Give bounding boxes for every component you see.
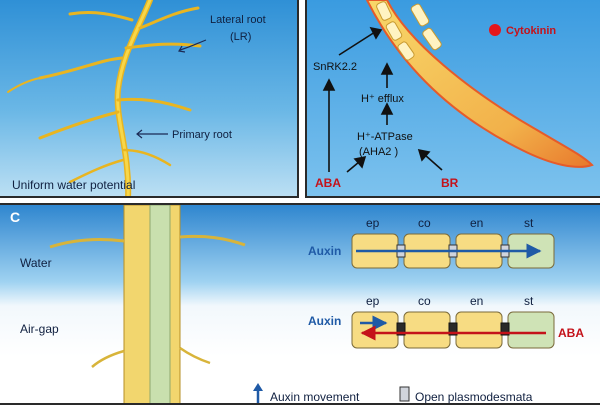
airgap-label: Air-gap (20, 322, 59, 336)
row1-label-ep: ep (366, 216, 380, 230)
lateral-root-label: Lateral root (210, 14, 266, 26)
aha2-label: (AHA2 ) (359, 146, 398, 158)
lateral-root-pointer (178, 39, 207, 53)
cytokinin-label: Cytokinin (506, 25, 556, 37)
row2-label-co: co (418, 294, 431, 308)
row2-cell-ep (351, 311, 399, 349)
panel-a-illustration: Lateral root (LR) Primary root Uniform w… (0, 0, 297, 196)
legend-open-plasmodesmata: Open plasmodesmata (415, 390, 533, 404)
row2-cell-co (403, 311, 451, 349)
row2-cell-en (455, 311, 503, 349)
legend-auxin-movement: Auxin movement (270, 390, 360, 404)
panel-b: Cytokinin SnRK2.2 H⁺ efflux H⁺-ATPase (A… (305, 0, 600, 198)
row1-label-st: st (524, 216, 534, 230)
row2-plasmodesmata (396, 322, 510, 336)
row1-label-en: en (470, 216, 483, 230)
row2-label-st: st (524, 294, 534, 308)
row2-aba-label: ABA (558, 326, 584, 340)
row2-auxin-label: Auxin (308, 314, 341, 328)
row1-label-co: co (418, 216, 431, 230)
signaling-arrows (322, 26, 443, 173)
legend-auxin-movement-icon (253, 383, 263, 403)
uniform-water-caption: Uniform water potential (12, 178, 135, 192)
root-cross-section (49, 205, 246, 403)
lateral-root-abbrev: (LR) (230, 31, 251, 43)
h-efflux-label: H⁺ efflux (361, 93, 404, 105)
cytokinin-dot (489, 24, 501, 36)
panel-c: C Water Air-gap ep co en st Auxin (0, 203, 600, 405)
row2-cell-st (507, 311, 555, 349)
row2-label-en: en (470, 294, 483, 308)
root-system-drawing (7, 0, 202, 196)
primary-root-pointer (136, 129, 168, 139)
aba-label: ABA (315, 176, 341, 190)
panel-b-illustration: Cytokinin SnRK2.2 H⁺ efflux H⁺-ATPase (A… (307, 0, 600, 196)
legend-plasmodesmata-icon (399, 386, 410, 402)
primary-root-label: Primary root (172, 129, 232, 141)
row2-label-ep: ep (366, 294, 380, 308)
h-atpase-label: H⁺-ATPase (357, 131, 413, 143)
water-label: Water (20, 256, 52, 270)
epidermal-cells (376, 1, 442, 61)
panel-c-letter: C (10, 209, 20, 225)
row1-auxin-label: Auxin (308, 244, 341, 258)
panel-c-illustration: C Water Air-gap ep co en st Auxin (0, 205, 600, 404)
panel-a: Lateral root (LR) Primary root Uniform w… (0, 0, 299, 198)
br-label: BR (441, 176, 459, 190)
snrk22-label: SnRK2.2 (313, 61, 357, 73)
